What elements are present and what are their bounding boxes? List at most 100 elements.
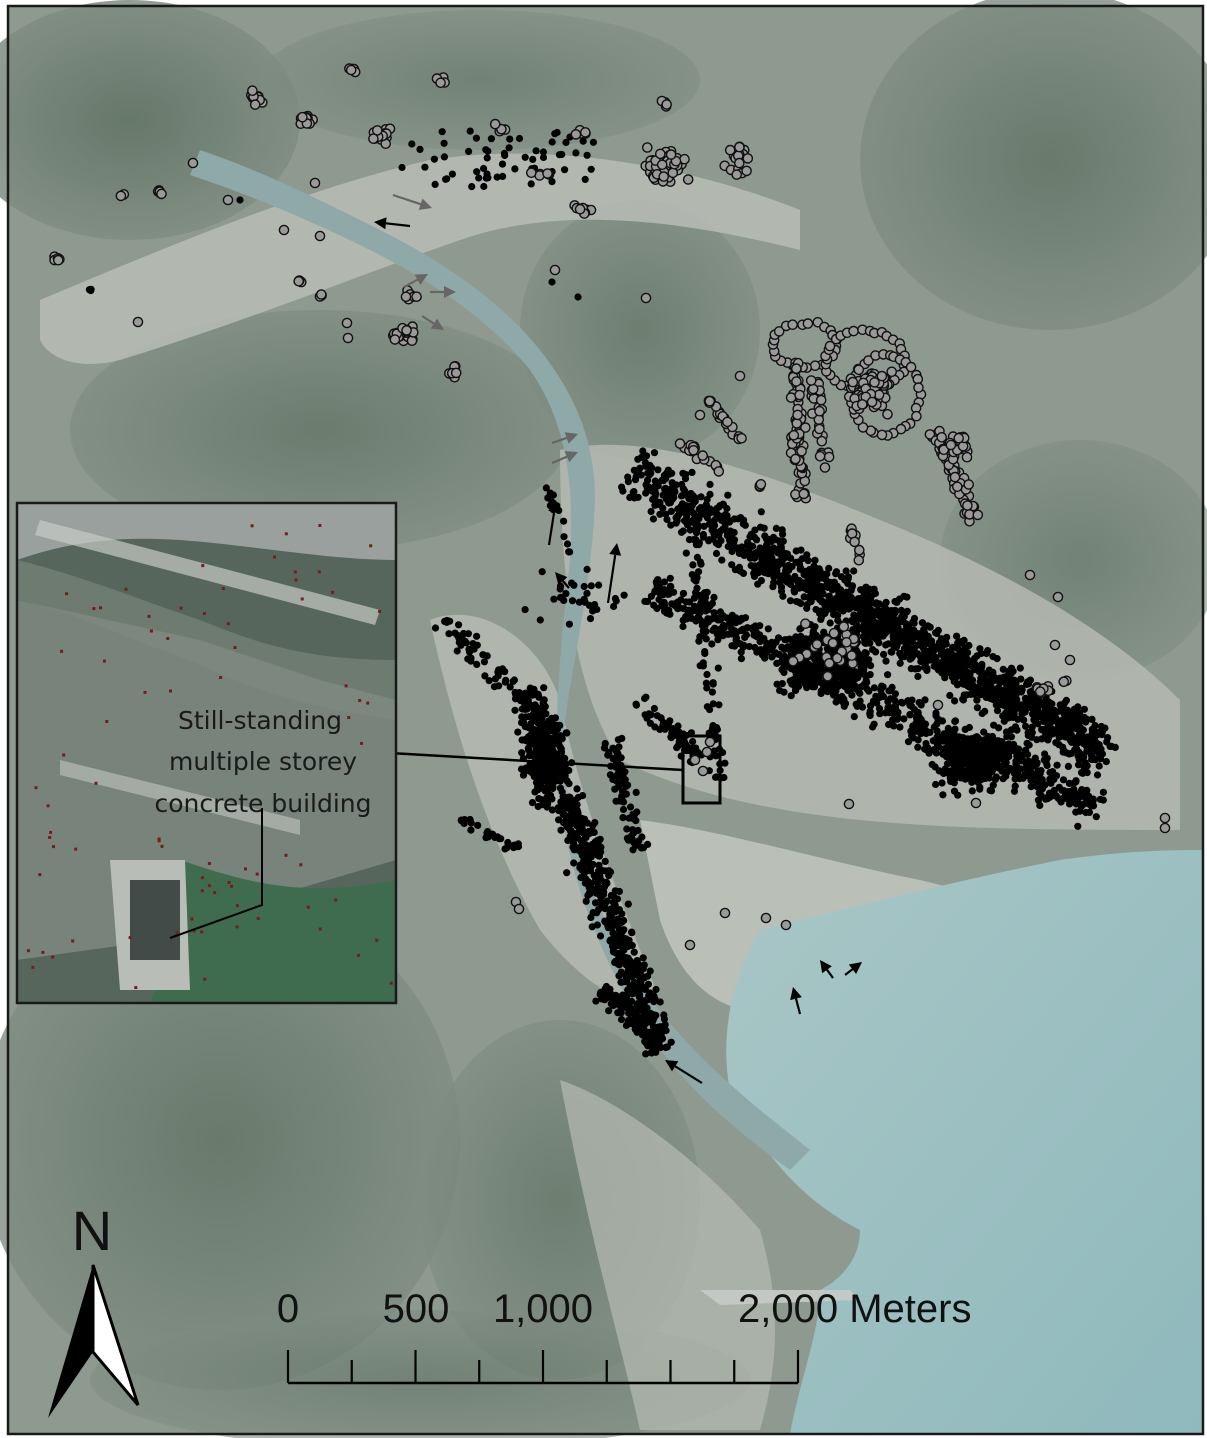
solid-marker (618, 483, 626, 491)
solid-marker (954, 660, 962, 669)
solid-marker (941, 637, 950, 646)
solid-marker (997, 765, 1005, 773)
solid-marker (907, 631, 915, 639)
solid-marker (548, 178, 556, 186)
solid-marker (652, 1011, 660, 1019)
solid-marker (999, 775, 1007, 783)
solid-marker (1083, 715, 1091, 723)
solid-marker (918, 619, 927, 627)
solid-marker (688, 744, 697, 753)
open-marker (679, 153, 690, 165)
inset-dot (143, 690, 147, 694)
solid-marker (711, 624, 719, 632)
solid-marker (634, 960, 642, 968)
open-marker (314, 230, 326, 242)
solid-marker (660, 603, 668, 611)
open-marker (853, 364, 865, 376)
inset-dot (255, 872, 259, 876)
solid-marker (1018, 709, 1026, 717)
solid-marker (810, 592, 818, 600)
solid-marker (578, 814, 586, 823)
solid-marker (900, 715, 908, 723)
solid-marker (914, 665, 922, 673)
solid-marker (875, 704, 884, 713)
open-marker (389, 334, 401, 345)
scale-label-1000: 1,000 (493, 1287, 593, 1331)
solid-marker (539, 148, 548, 156)
solid-marker (689, 561, 697, 569)
solid-marker (874, 606, 882, 614)
inset-dot (294, 578, 298, 582)
open-marker (857, 399, 868, 410)
solid-marker (668, 600, 676, 608)
solid-marker (679, 589, 688, 598)
solid-marker (850, 567, 858, 575)
solid-marker (542, 710, 550, 718)
solid-marker (731, 544, 740, 552)
solid-marker (570, 859, 578, 867)
solid-marker (544, 494, 552, 502)
solid-marker (708, 519, 716, 527)
solid-marker (714, 614, 722, 622)
solid-marker (521, 153, 529, 161)
solid-marker (599, 890, 608, 899)
inset-dot (179, 606, 183, 610)
solid-marker (509, 677, 517, 686)
solid-marker (826, 578, 834, 586)
solid-marker (760, 524, 768, 532)
solid-marker (932, 629, 940, 637)
solid-marker (611, 887, 619, 895)
solid-marker (753, 632, 762, 640)
solid-marker (506, 135, 514, 143)
solid-marker (763, 648, 771, 657)
solid-marker (440, 139, 448, 147)
solid-marker (693, 553, 702, 562)
solid-marker (634, 826, 642, 835)
flow-arrow-icon (551, 451, 578, 465)
solid-marker (632, 700, 640, 708)
open-marker (297, 111, 308, 123)
solid-marker (535, 747, 543, 755)
solid-marker (708, 526, 716, 534)
scale-label-500: 500 (383, 1287, 450, 1331)
solid-marker (473, 632, 481, 640)
solid-marker (969, 662, 978, 670)
open-marker (945, 439, 957, 451)
solid-marker (857, 594, 865, 603)
solid-marker (236, 196, 244, 204)
solid-marker (932, 654, 940, 663)
solid-marker (493, 173, 501, 181)
solid-marker (903, 593, 911, 601)
solid-marker (724, 491, 732, 499)
solid-marker (690, 594, 699, 602)
solid-marker (646, 463, 654, 471)
solid-marker (944, 724, 952, 733)
open-marker (848, 325, 859, 337)
solid-marker (802, 580, 810, 588)
solid-marker (517, 765, 526, 773)
open-marker (731, 169, 743, 180)
solid-marker (888, 683, 896, 692)
solid-marker (718, 556, 726, 564)
solid-marker (869, 616, 877, 624)
open-marker (932, 699, 944, 711)
open-marker (970, 797, 982, 809)
open-marker (787, 319, 798, 331)
solid-marker (771, 569, 779, 577)
solid-marker (619, 814, 627, 822)
solid-marker (851, 672, 860, 680)
solid-marker (809, 629, 817, 637)
solid-marker (691, 494, 699, 502)
solid-marker (618, 1000, 627, 1008)
solid-marker (895, 595, 904, 603)
inset-dot (213, 891, 217, 895)
solid-marker (925, 651, 934, 659)
solid-marker (861, 589, 869, 598)
solid-marker (779, 530, 787, 538)
solid-marker (714, 664, 722, 672)
solid-marker (769, 641, 777, 649)
solid-marker (949, 643, 957, 652)
solid-marker (475, 174, 483, 182)
inset-dot (235, 904, 239, 908)
solid-marker (624, 986, 632, 994)
